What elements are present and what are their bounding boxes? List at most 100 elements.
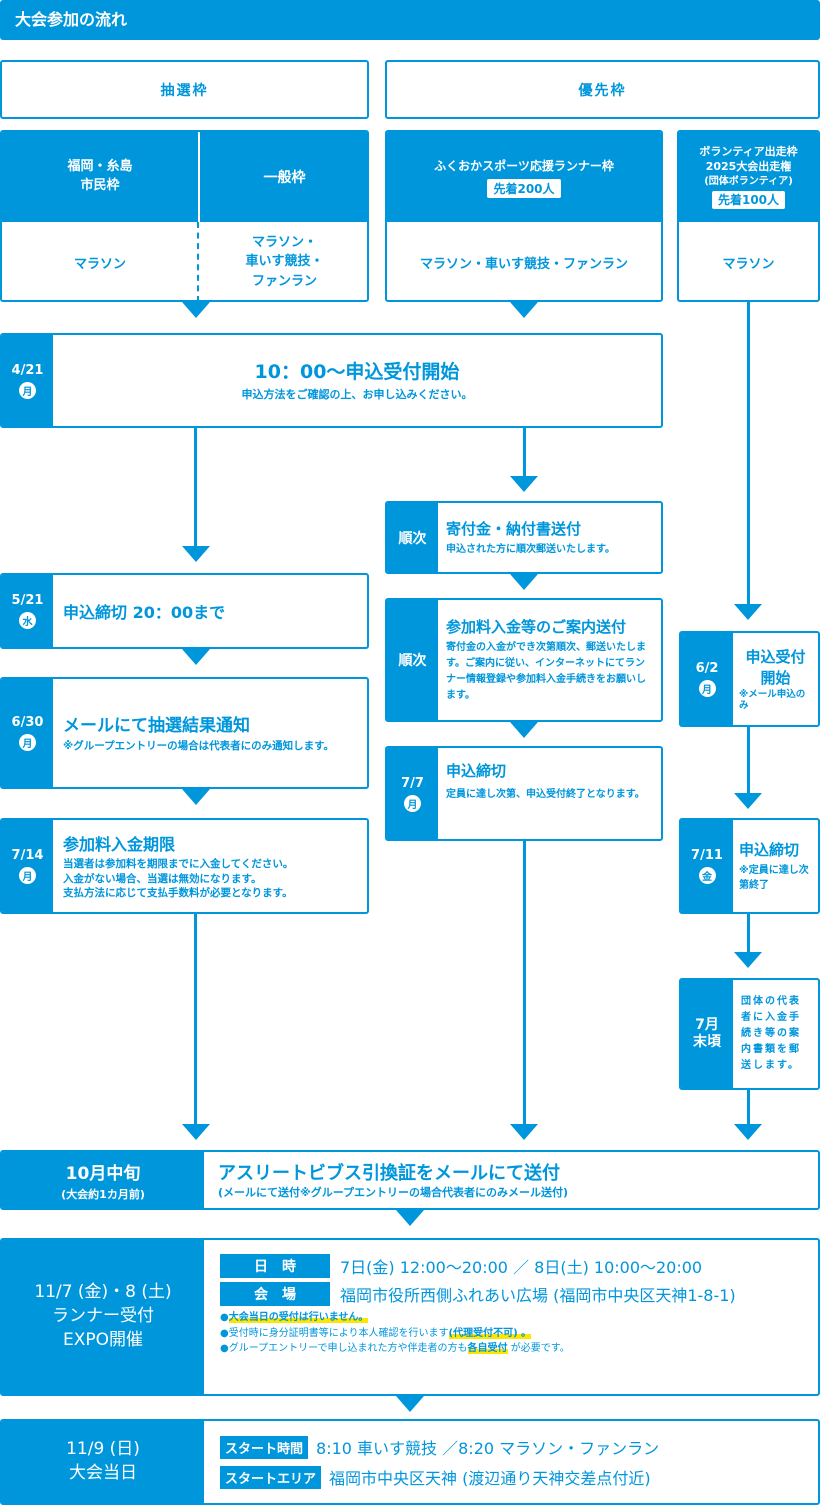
weekday-badge: 金 [698,867,716,884]
order-label: 順次 [398,530,427,547]
step-title: 寄付金・納付書送付 [446,520,582,538]
bib-notice-step: 10月中旬 (大会約1カ月前) アスリートビブス引換証をメールにて送付 (メール… [0,1150,820,1210]
expo-title-line: ランナー受付 [52,1306,154,1327]
step-title: 参加料入金期限 [63,834,176,854]
flow-line [194,914,197,1124]
sports-support-quota-head: ふくおかスポーツ応援ランナー枠 先着200人 [387,132,661,222]
sports-support-quota-box: ふくおかスポーツ応援ランナー枠 先着200人 マラソン・車いす競技・ファンラン [385,130,663,302]
period-cell: 10月中旬 (大会約1カ月前) [2,1152,204,1208]
order-label: 順次 [398,653,427,669]
arrow-down-icon [734,952,762,968]
note-text: 受付時に身分証明書等により本人確認を行います [228,1327,449,1339]
lottery-quota-box: 福岡・糸島 市民枠 一般枠 マラソン マラソン・ 車いす競技・ ファンラン [0,130,369,302]
events-label: マラソン [722,256,775,272]
step-note: ※定員に達し次第終了 [739,865,809,891]
bullet-icon: ● [220,1312,229,1323]
application-start-step: 4/21 月 10：00〜申込受付開始 申込方法をご確認の上、お申し込みください… [0,333,663,428]
quota-head-line: 市民枠 [80,178,120,193]
flow-line [194,428,197,546]
expo-note: ●大会当日の受付は行いません。 [220,1310,802,1326]
venue-value: 福岡市役所西側ふれあい広場 (福岡市中央区天神1-8-1) [340,1286,736,1305]
step-title: 参加料入金等のご案内送付 [446,618,627,636]
arrow-down-icon [182,1124,210,1140]
page-title: 大会参加の流れ [0,0,820,40]
weekday-badge: 月 [19,867,36,884]
step-note-line: 支払方法に応じて支払手数料が必要となります。 [63,887,293,900]
step-note-line: 当選者は参加料を期限までに入金してください。 [63,857,294,870]
step-content: 申込締切 20：00まで [53,575,367,647]
payment-deadline-step: 7/14 月 参加料入金期限 当選者は参加料を期限までに入金してください。 入金… [0,818,369,914]
step-content: 申込締切 定員に達し次第、申込受付終了となります。 [438,748,661,839]
priority-category: 優先枠 [385,60,820,119]
capacity-badge: 先着200人 [487,178,561,198]
sports-support-events: マラソン・車いす競技・ファンラン [387,222,661,300]
weekday-badge: 月 [698,680,716,697]
lottery-category: 抽選枠 [0,60,369,119]
general-quota-head: 一般枠 [200,132,367,222]
datetime-value: 7日(金) 12:00〜20:00 ／ 8日(土) 10:00〜20:00 [340,1258,703,1277]
race-day-title: 大会当日 [69,1463,137,1483]
volunteer-docs-step: 7月 末頃 団体の代表者に入金手続き等の案内書類を郵送します。 [679,978,820,1090]
note-text: グループエントリーで申し込まれた方や伴走者の方も [228,1343,468,1354]
expo-datetime-row: 日 時 7日(金) 12:00〜20:00 ／ 8日(土) 10:00〜20:0… [220,1254,802,1278]
quota-head-line: 福岡・糸島 [67,159,133,175]
lottery-deadline-step: 5/21 水 申込締切 20：00まで [0,573,369,649]
step-title: 申込締切 [446,762,507,780]
arrow-down-icon [510,1124,538,1140]
race-day-step: 11/9 (日) 大会当日 スタート時間 8:10 車いす競技 ／8:20 マラ… [0,1419,820,1505]
venue-tag: 会 場 [220,1282,330,1306]
donation-send-step: 順次 寄付金・納付書送付 申込された方に順次郵送いたします。 [385,501,663,574]
step-note: (メールにて送付※グループエントリーの場合代表者にのみメール送付) [218,1185,569,1199]
flow-line [747,727,750,795]
arrow-down-icon [510,476,538,492]
start-area-row: スタートエリア 福岡市中央区天神 (渡辺通り天神交差点付近) [220,1465,802,1489]
volunteer-quota-box: ボランティア出走枠 2025大会出走権 (団体ボランティア) 先着100人 マラ… [677,130,820,302]
step-content: 10：00〜申込受付開始 申込方法をご確認の上、お申し込みください。 [53,335,661,426]
step-content: 団体の代表者に入金手続き等の案内書類を郵送します。 [733,980,818,1088]
date-label: 7/14 [11,848,44,863]
step-content: 寄付金・納付書送付 申込された方に順次郵送いたします。 [438,503,661,572]
lottery-category-label: 抽選枠 [160,82,209,99]
start-time-row: スタート時間 8:10 車いす競技 ／8:20 マラソン・ファンラン [220,1435,802,1459]
start-time-tag: スタート時間 [220,1435,309,1459]
lottery-result-step: 6/30 月 メールにて抽選結果通知 ※グループエントリーの場合は代表者にのみ通… [0,677,369,789]
date-label: 6/30 [11,715,44,730]
race-day-date-cell: 11/9 (日) 大会当日 [2,1421,204,1503]
date-cell: 4/21 月 [2,335,53,426]
step-title: メールにて抽選結果通知 [63,716,250,737]
step-note: ※グループエントリーの場合は代表者にのみ通知します。 [63,740,335,753]
date-cell: 6/2 月 [681,633,733,725]
events-label: マラソン [73,256,126,272]
step-content: 申込締切 ※定員に達し次第終了 [733,820,818,912]
general-events: マラソン・ 車いす競技・ ファンラン [200,222,367,300]
arrow-down-icon [182,546,210,562]
arrow-down-icon [510,302,538,318]
quota-head-label: 一般枠 [263,170,306,186]
bullet-icon: ● [220,1327,229,1339]
step-title: 10：00〜申込受付開始 [254,361,460,384]
expo-venue-row: 会 場 福岡市役所西側ふれあい広場 (福岡市中央区天神1-8-1) [220,1282,802,1306]
arrow-down-icon [182,302,210,318]
arrow-down-icon [510,722,538,738]
date-label: 7/11 [691,848,723,863]
quota-head-line: 2025大会出走権 [705,160,792,174]
date-cell: 5/21 水 [2,575,53,647]
expo-content: 日 時 7日(金) 12:00〜20:00 ／ 8日(土) 10:00〜20:0… [204,1240,818,1394]
expo-date-cell: 11/7 (金)・8 (土) ランナー受付 EXPO開催 [2,1240,204,1394]
priority-category-label: 優先枠 [578,82,627,99]
volunteer-events: マラソン [679,222,818,300]
flow-line [747,1090,750,1124]
step-content: アスリートビブス引換証をメールにて送付 (メールにて送付※グループエントリーの場… [204,1152,818,1208]
quota-head-line: (団体ボランティア) [704,176,793,187]
arrow-down-icon [396,1396,424,1412]
expo-note: ●グループエントリーで申し込まれた方や伴走者の方も各自受付 が必要です。 [220,1341,802,1357]
date-label: 4/21 [11,362,44,378]
events-line: 車いす競技・ [245,254,324,270]
step-note: ※メール申込のみ [739,688,806,711]
period-cell: 7月 末頃 [681,980,733,1088]
flow-line [747,914,750,954]
expo-notes: ●大会当日の受付は行いません。 ●受付時に身分証明書等により本人確認を行います(… [220,1310,802,1357]
events-label: マラソン・車いす競技・ファンラン [419,256,628,272]
bullet-icon: ● [220,1343,229,1354]
arrow-down-icon [396,1210,424,1226]
